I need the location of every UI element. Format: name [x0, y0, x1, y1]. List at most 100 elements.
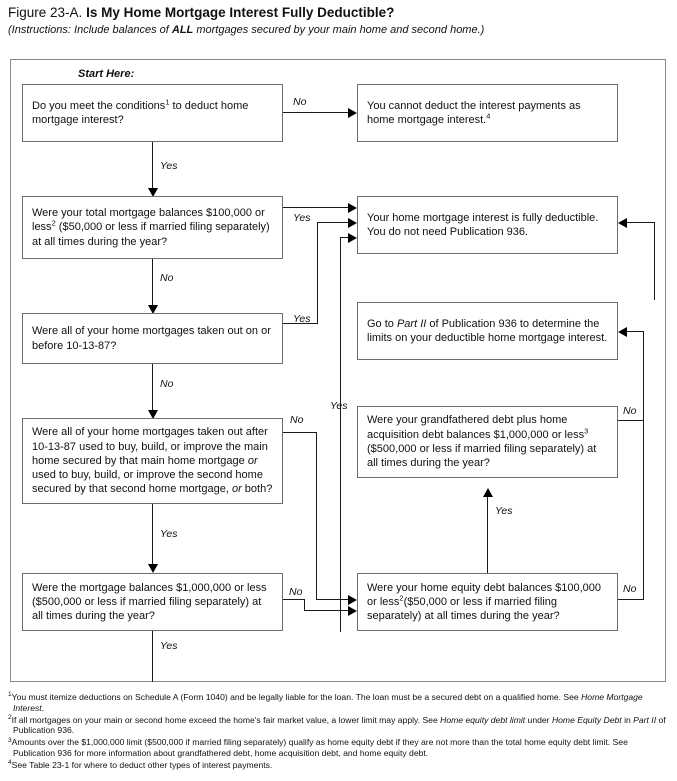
connector-q5-yes-h [340, 237, 349, 238]
q2-text-a: Were your total mortgage balances $100,0… [32, 207, 265, 234]
footnote-3: 3Amounts over the $1,000,000 limit ($500… [8, 737, 672, 758]
arrowhead-right-rail [618, 218, 627, 228]
q4-text-b: used to buy, build, or improve the secon… [32, 469, 263, 496]
r1-footnote-ref: 4 [486, 111, 491, 121]
arrowhead-q5-yes [348, 233, 357, 243]
instructions-line: (Instructions: Include balances of ALL m… [8, 23, 668, 38]
connector-right-rail-v [654, 222, 655, 300]
question-box-home-equity-balances: Were your home equity debt balances $100… [357, 573, 618, 631]
question-box-grandfathered-debt: Were your grandfathered debt plus home a… [357, 406, 618, 478]
footnotes: 1You must itemize deductions on Schedule… [8, 691, 672, 772]
connector-q7-no-h [618, 599, 644, 600]
figure-label: Figure 23-A. [8, 5, 83, 20]
footnote-3-number: 3 [8, 736, 12, 744]
connector-right-rail-h [627, 222, 655, 223]
connector-q7-yes-v [487, 497, 488, 579]
r3-emphasis: Part II [396, 317, 427, 330]
footnote-2: 2If all mortgages on your main or second… [8, 713, 672, 736]
footnote-2-number: 2 [8, 713, 12, 721]
connector-q5-no-h1 [618, 420, 644, 421]
connector-q3-yes-v [317, 222, 318, 323]
label-q6-no: No [289, 586, 303, 598]
q4-text-a: Were all of your home mortgages taken ou… [32, 426, 268, 467]
page-title: Figure 23-A. Is My Home Mortgage Interes… [8, 4, 668, 22]
q7-text-b: ($50,000 or less if married filing separ… [367, 595, 560, 623]
result-box-go-to-part2: Go to Part II of Publication 936 to dete… [357, 302, 618, 360]
question-box-total-balances: Were your total mortgage balances $100,0… [22, 196, 283, 259]
result-box-cannot-deduct: You cannot deduct the interest payments … [357, 84, 618, 142]
arrowhead-q4-yes-down [148, 564, 158, 573]
arrowhead-q1-yes [148, 188, 158, 197]
label-q4-yes-down: Yes [160, 528, 178, 540]
footnote-1-text: You must itemize deductions on Schedule … [11, 692, 643, 713]
label-q1-no: No [293, 96, 307, 108]
arrowhead-q7-yes [483, 488, 493, 497]
label-q4-yes: Yes [330, 400, 348, 412]
arrowhead-q2-no [148, 305, 158, 314]
footnote-3-text: Amounts over the $1,000,000 limit ($500,… [11, 737, 628, 758]
footnote-2-text: If all mortgages on your main or second … [11, 714, 666, 736]
result-box-fully-deductible: Your home mortgage interest is fully ded… [357, 196, 618, 254]
connector-q4-no-v [316, 432, 317, 600]
connector-q7-no-v [643, 331, 644, 600]
r3-text-b: of Publication 936 to determine the limi… [367, 317, 608, 344]
connector-q2-no [152, 259, 153, 307]
question-box-after-1987-use: Were all of your home mortgages taken ou… [22, 418, 283, 504]
q7-footnote-ref: 2 [399, 593, 404, 603]
footnote-1-number: 1 [8, 691, 12, 699]
q4-emphasis-2: or [231, 483, 242, 496]
label-q2-yes: Yes [293, 212, 311, 224]
arrowhead-q5-no [618, 327, 627, 337]
label-q3-no: No [160, 378, 174, 390]
figure-title: Is My Home Mortgage Interest Fully Deduc… [86, 5, 395, 20]
connector-q6-yes-v [152, 631, 153, 682]
connector-q5-no-h2 [627, 331, 644, 332]
arrowhead-q1-no [348, 108, 357, 118]
start-here-label: Start Here: [78, 68, 135, 80]
instructions-pre: (Instructions: Include balances of [8, 24, 172, 36]
connector-q6-no-h2 [304, 610, 349, 611]
label-q5-no: No [623, 405, 637, 417]
footnote-4: 4See Table 23-1 for where to deduct othe… [8, 759, 672, 771]
connector-q2-yes [283, 207, 349, 208]
q5-text-a: Were your grandfathered debt plus home a… [367, 414, 585, 441]
r1-text: You cannot deduct the interest payments … [367, 99, 581, 126]
flowchart-frame [10, 59, 666, 682]
q4-text-c: both? [241, 483, 273, 496]
question-box-before-1987: Were all of your home mortgages taken ou… [22, 313, 283, 364]
label-q1-yes: Yes [160, 160, 178, 172]
label-q6-yes: Yes [160, 640, 178, 652]
connector-q6-no-h1 [283, 599, 305, 600]
connector-q5-yes-v [340, 237, 341, 632]
connector-q6-no-v [304, 599, 305, 611]
q5-footnote-ref: 3 [584, 426, 589, 436]
question-box-mortgage-balances-1m: Were the mortgage balances $1,000,000 or… [22, 573, 283, 631]
arrowhead-q3-yes [348, 218, 357, 228]
connector-q4-yes-down [152, 504, 153, 566]
arrowhead-q4-no [348, 595, 357, 605]
q3-text: Were all of your home mortgages taken ou… [32, 325, 271, 352]
instructions-post: mortgages secured by your main home and … [193, 24, 485, 36]
r2-text: Your home mortgage interest is fully ded… [367, 211, 599, 238]
footnote-4-text: See Table 23-1 for where to deduct other… [11, 760, 273, 771]
connector-q3-no [152, 364, 153, 412]
connector-q3-yes-h2 [317, 222, 349, 223]
arrowhead-q3-no [148, 410, 158, 419]
footnote-4-number: 4 [8, 759, 12, 767]
question-box-conditions: Do you meet the conditions1 to deduct ho… [22, 84, 283, 142]
connector-q1-yes [152, 142, 153, 190]
q5-text-b: ($500,000 or less if married filing sepa… [367, 443, 597, 470]
label-q2-no: No [160, 272, 174, 284]
q1-text-a: Do you meet the conditions [32, 99, 166, 112]
instructions-emphasis: ALL [171, 24, 194, 36]
arrowhead-q6-no [348, 606, 357, 616]
q1-footnote-ref: 1 [165, 97, 170, 107]
q2-text-b: ($50,000 or less if married filing separ… [32, 221, 270, 248]
r3-text-a: Go to [367, 317, 397, 330]
connector-q3-yes-h1 [283, 323, 318, 324]
q1-text-b: to deduct home mortgage interest? [32, 99, 249, 126]
q6-text: Were the mortgage balances $1,000,000 or… [32, 581, 267, 623]
q2-footnote-ref: 2 [51, 218, 56, 228]
connector-q1-no [283, 112, 349, 113]
footnote-1: 1You must itemize deductions on Schedule… [8, 691, 672, 713]
